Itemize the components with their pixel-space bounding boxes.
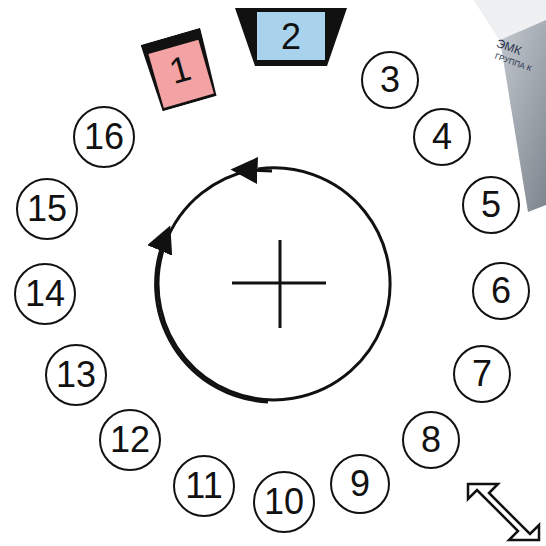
position-circle: 8 — [402, 411, 460, 469]
position-circle: 6 — [472, 262, 530, 320]
rotation-arrow — [158, 168, 390, 400]
position-circle: 10 — [253, 471, 315, 533]
position-number: 5 — [481, 187, 501, 223]
position-number: 11 — [185, 468, 222, 504]
position-circle: 15 — [16, 178, 78, 240]
position-circle: 7 — [453, 345, 511, 403]
position-number: 13 — [56, 357, 96, 393]
position-number: 8 — [421, 422, 441, 458]
position-circle: 9 — [330, 454, 390, 514]
centre-cross — [279, 240, 282, 328]
position-circle: 3 — [361, 51, 419, 109]
position-number: 4 — [432, 119, 452, 155]
position-number: 2 — [281, 19, 301, 55]
expand-icon — [468, 484, 539, 540]
position-number: 12 — [110, 422, 150, 458]
position-circle: 5 — [462, 176, 520, 234]
position-number: 3 — [380, 62, 400, 98]
position-circle: 16 — [73, 106, 135, 168]
station-box: 2 — [235, 8, 347, 66]
position-circle: 11 — [173, 455, 235, 517]
position-number: 14 — [25, 276, 65, 312]
position-circle: 4 — [413, 108, 471, 166]
position-number: 15 — [27, 191, 67, 227]
position-circle: 13 — [45, 344, 107, 406]
position-number: 6 — [491, 273, 511, 309]
position-number: 10 — [264, 484, 304, 520]
rotation-arrow — [156, 238, 268, 402]
device-photo-face — [474, 0, 546, 40]
position-number: 9 — [350, 466, 370, 502]
position-number: 16 — [84, 119, 124, 155]
position-circle: 14 — [14, 263, 76, 325]
position-circle: 12 — [99, 409, 161, 471]
rotation-arrowhead — [244, 170, 272, 171]
station-box: 1 — [141, 28, 220, 112]
position-number: 7 — [472, 356, 492, 392]
